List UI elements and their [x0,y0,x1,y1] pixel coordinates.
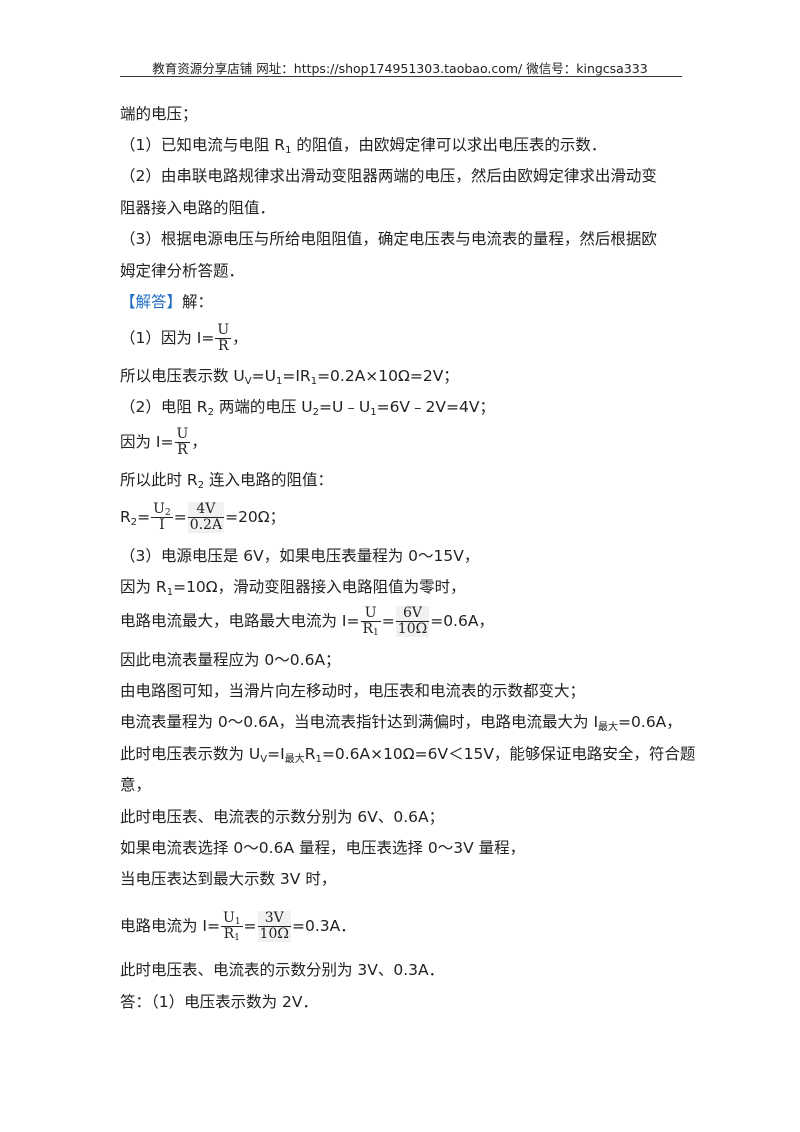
text-line: 由电路图可知，当滑片向左移动时，电压表和电流表的示数都变大； [120,682,586,700]
text-line: 此时电压表、电流表的示数分别为 6V、0.6A； [120,808,445,826]
text-line: 所以此时 R2 连入电路的阻值： [120,471,334,491]
text-line: 端的电压； [120,105,198,123]
text-line: 因此电流表量程应为 0～0.6A； [120,651,341,669]
header-divider [120,76,682,77]
text-line: （2）电阻 R2 两端的电压 U2=U﹣U1=6V﹣2V=4V； [120,398,495,418]
text-line: （1）已知电流与电阻 R1 的阻值，由欧姆定律可以求出电压表的示数． [120,136,607,156]
text-line: 所以电压表示数 UV=U1=IR1=0.2A×10Ω=2V； [120,367,459,387]
text-line: 意， [120,776,152,794]
text-line: 阻器接入电路的阻值． [120,199,276,217]
answer-heading: 【解答】解： [120,293,214,311]
text-line: 当电压表达到最大示数 3V 时， [120,870,337,888]
text-line: （3）电源电压是 6V，如果电压表量程为 0～15V， [120,547,480,565]
text-line: 电流表量程为 0～0.6A，当电流表指针达到满偏时，电路电流最大为 I最大=0.… [120,713,682,733]
text-line: 因为 R1=10Ω，滑动变阻器接入电路阻值为零时， [120,578,466,598]
text-line: 答：（1）电压表示数为 2V． [120,993,319,1011]
text-line: 此时电压表示数为 UV=I最大R1=0.6A×10Ω=6V＜15V，能够保证电路… [120,745,696,765]
text-line: （3）根据电源电压与所给电阻阻值，确定电压表与电流表的量程，然后根据欧 [120,230,657,248]
page-header: 教育资源分享店铺 网址：https://shop174951303.taobao… [152,61,648,76]
answer-label: 【解答】 [120,293,183,311]
text-line: 此时电压表、电流表的示数分别为 3V、0.3A． [120,961,445,979]
text-line: （2）由串联电路规律求出滑动变阻器两端的电压，然后由欧姆定律求出滑动变 [120,167,657,185]
text-line: 姆定律分析答题． [120,262,245,280]
text-line: 如果电流表选择 0～0.6A 量程，电压表选择 0～3V 量程， [120,839,526,857]
